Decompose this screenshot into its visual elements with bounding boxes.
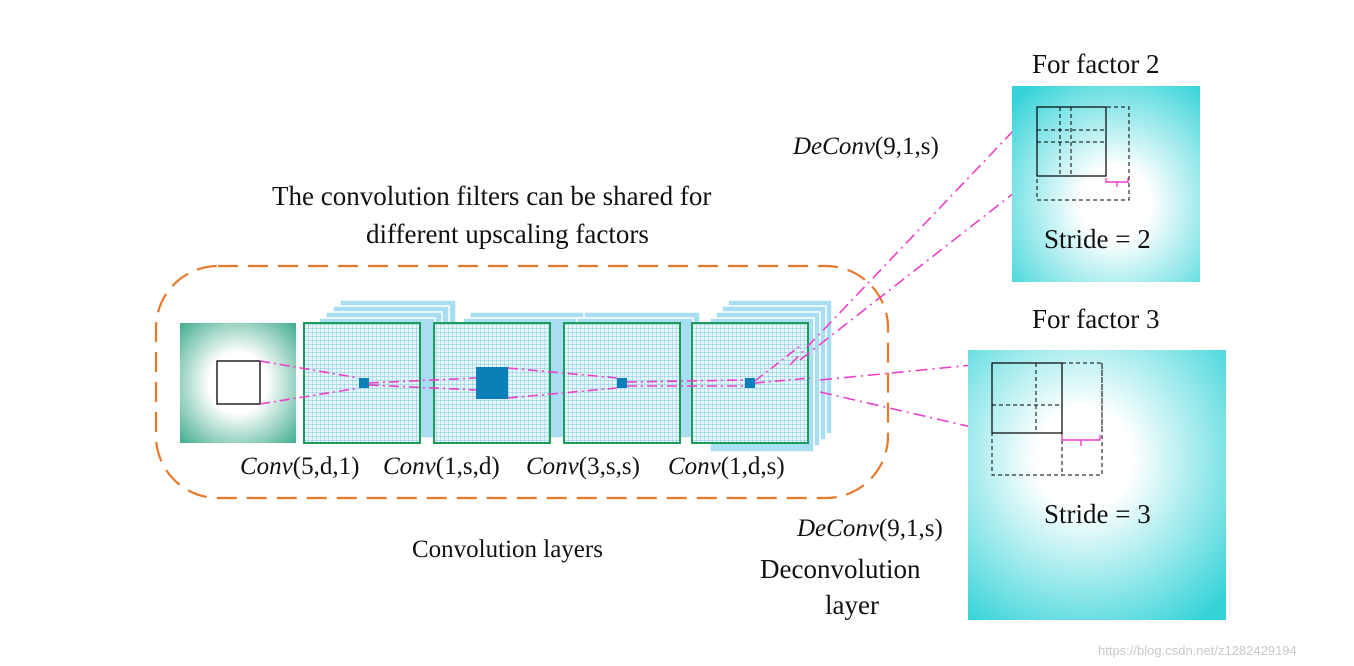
conv-grid-4 [691,322,809,444]
kernel-4 [745,378,755,388]
convolution-layers-label: Convolution layers [412,536,603,563]
factor2-title: For factor 2 [1032,49,1160,79]
kernel-1 [359,378,369,388]
deconv-bottom-label: DeConv(9,1,s) [797,515,943,542]
input-patch [216,360,261,405]
input-image [180,323,296,443]
shared-filters-note-line1: The convolution filters can be shared fo… [272,181,712,211]
factor3-title: For factor 3 [1032,304,1160,334]
shared-filters-note-line2: different upscaling factors [366,219,649,249]
conv-layer-4-label: Conv(1,d,s) [668,453,785,480]
conv-layer-3-label: Conv(3,s,s) [526,453,640,480]
conv-grid-3 [563,322,681,444]
factor2-stride-label: Stride = 2 [1044,224,1151,254]
deconv-top-label: DeConv(9,1,s) [793,133,939,160]
watermark: https://blog.csdn.net/z1282429194 [1098,643,1297,658]
factor3-output-image [968,350,1226,620]
factor2-output-image [1012,86,1200,282]
convolution-group-border [154,264,890,500]
kernel-3 [617,378,627,388]
conv-layer-2-label: Conv(1,s,d) [383,453,500,480]
deconvolution-layer-label-line2: layer [825,590,879,620]
deconvolution-layer-label-line1: Deconvolution [760,554,921,584]
conv-connectors [259,345,811,405]
kernel-2 [476,367,508,399]
deconv-connectors [789,107,1038,433]
conv-grid-1 [303,322,421,444]
factor3-stride-label: Stride = 3 [1044,499,1151,529]
conv-grid-2 [433,322,551,444]
conv-layer-1-label: Conv(5,d,1) [240,453,360,480]
